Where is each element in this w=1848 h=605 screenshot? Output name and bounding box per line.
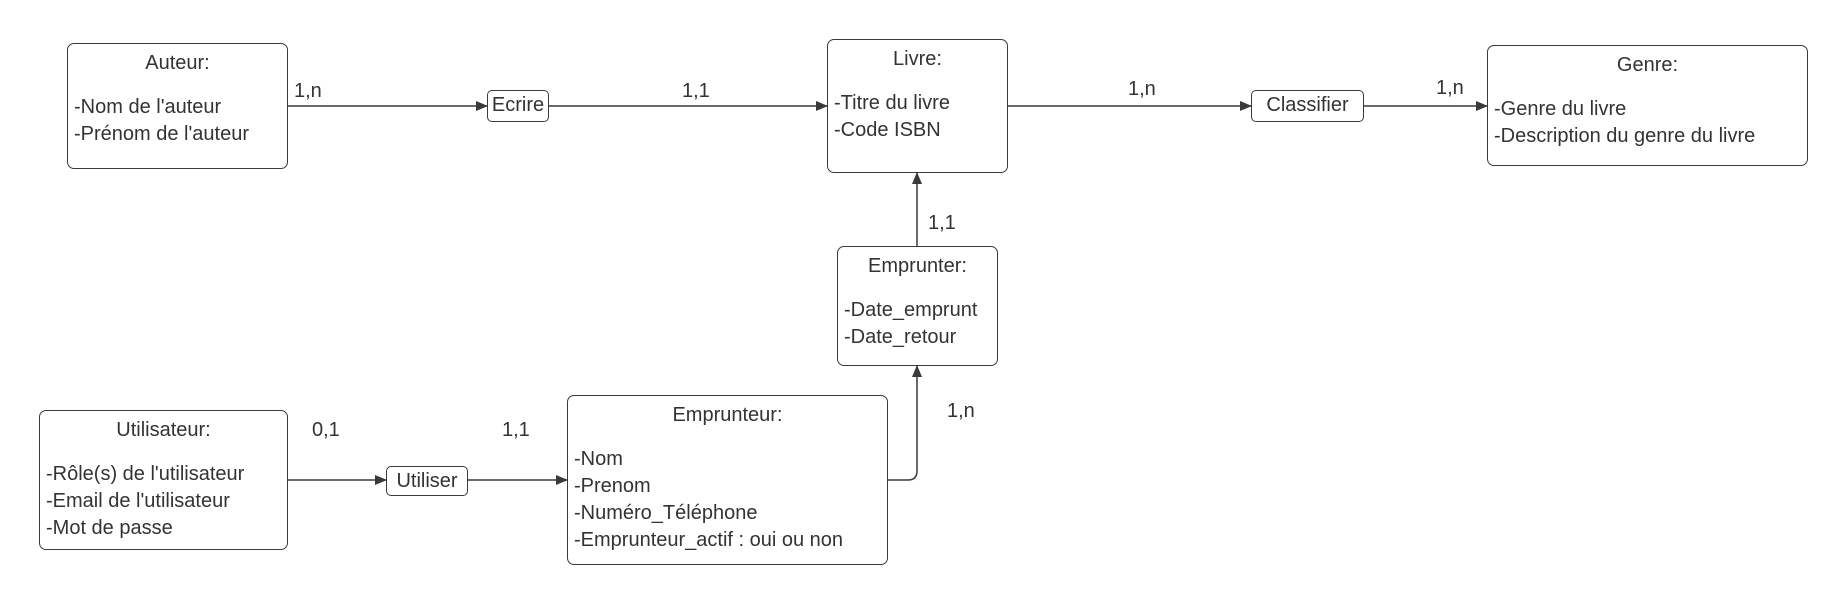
attribute: -Email de l'utilisateur <box>46 490 230 512</box>
attribute-list: -Nom de l'auteur -Prénom de l'auteur <box>68 94 287 148</box>
attribute: -Code ISBN <box>834 119 941 141</box>
attribute-list: -Nom -Prenom -Numéro_Téléphone -Emprunte… <box>568 446 887 554</box>
connector-emprunteur-emprunter <box>888 365 922 481</box>
attribute-list: -Titre du livre -Code ISBN <box>828 90 1007 144</box>
attribute: -Mot de passe <box>46 517 173 539</box>
entity-utilisateur[interactable]: Utilisateur: -Rôle(s) de l'utilisateur -… <box>39 410 288 550</box>
attribute: -Genre du livre <box>1494 98 1627 120</box>
attribute: -Prenom <box>574 475 651 497</box>
entity-title: Livre: <box>893 48 942 70</box>
cardinality-ecrire-livre: 1,1 <box>682 80 710 102</box>
cardinality-emprunter-livre: 1,1 <box>928 212 956 234</box>
attribute: -Emprunteur_actif : oui ou non <box>574 529 844 551</box>
relation-ecrire[interactable]: Ecrire <box>487 90 549 122</box>
cardinality-classifier-genre: 1,n <box>1436 77 1464 99</box>
relation-utiliser[interactable]: Utiliser <box>386 466 468 496</box>
attribute: -Numéro_Téléphone <box>574 502 758 524</box>
relation-classifier[interactable]: Classifier <box>1251 90 1364 122</box>
attribute: -Prénom de l'auteur <box>74 123 250 145</box>
attribute-list: -Genre du livre -Description du genre du… <box>1488 96 1807 150</box>
entity-title: Auteur: <box>145 52 210 74</box>
entity-emprunter[interactable]: Emprunter: -Date_emprunt -Date_retour <box>837 246 998 366</box>
entity-title: Emprunteur: <box>672 404 783 426</box>
entity-genre[interactable]: Genre: -Genre du livre -Description du g… <box>1487 45 1808 166</box>
entity-title: Utilisateur: <box>116 419 211 441</box>
attribute-list: -Date_emprunt -Date_retour <box>838 297 997 351</box>
cardinality-utilisateur-utiliser: 0,1 <box>312 419 340 441</box>
attribute: -Rôle(s) de l'utilisateur <box>46 463 245 485</box>
attribute: -Titre du livre <box>834 92 950 114</box>
cardinality-utiliser-emprunteur: 1,1 <box>502 419 530 441</box>
attribute: -Date_emprunt <box>844 299 978 321</box>
cardinality-auteur-ecrire: 1,n <box>294 80 322 102</box>
entity-emprunteur[interactable]: Emprunteur: -Nom -Prenom -Numéro_Télépho… <box>567 395 888 565</box>
cardinality-livre-classifier: 1,n <box>1128 78 1156 100</box>
attribute: -Nom de l'auteur <box>74 96 222 118</box>
entity-title: Emprunter: <box>868 255 967 277</box>
entity-title: Genre: <box>1616 54 1679 76</box>
attribute-list: -Rôle(s) de l'utilisateur -Email de l'ut… <box>40 461 287 542</box>
entity-auteur[interactable]: Auteur: -Nom de l'auteur -Prénom de l'au… <box>67 43 288 169</box>
attribute: -Date_retour <box>844 326 957 348</box>
cardinality-emprunteur-emprunter: 1,n <box>947 400 975 422</box>
entity-livre[interactable]: Livre: -Titre du livre -Code ISBN <box>827 39 1008 173</box>
attribute: -Description du genre du livre <box>1494 125 1756 147</box>
attribute: -Nom <box>574 448 623 470</box>
